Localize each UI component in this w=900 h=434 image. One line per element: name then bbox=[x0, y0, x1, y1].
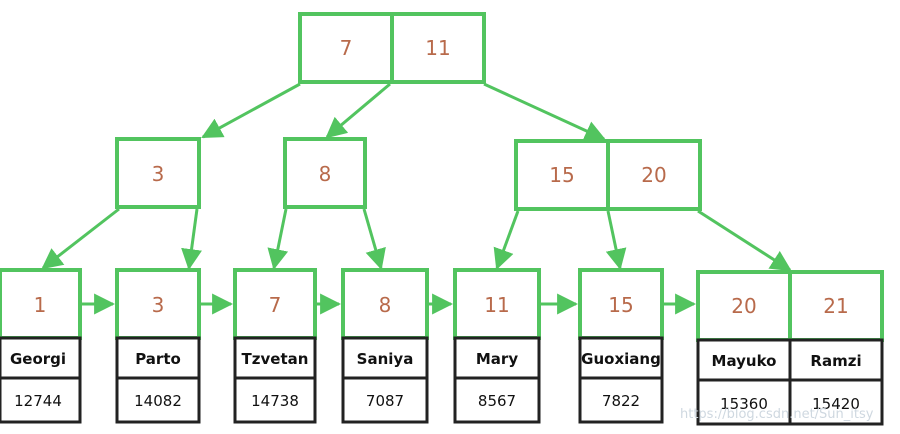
pointer-i2-leaf-3 bbox=[267, 208, 289, 271]
internal-node-1: 3 bbox=[115, 137, 201, 209]
leaf-5: 11 Mary 8567 bbox=[453, 268, 541, 424]
pointer-i1-leaf-1 bbox=[41, 207, 120, 270]
leaf-1-key: 1 bbox=[34, 293, 47, 317]
pointer-i2-leaf-4 bbox=[362, 208, 386, 271]
leaf-5-id: 8567 bbox=[478, 392, 516, 410]
pointer-i3-leaf-5 bbox=[493, 210, 520, 270]
leaf-3-name: Tzvetan bbox=[242, 350, 309, 368]
watermark: https://blog.csdn.net/Sun_itsy bbox=[680, 407, 874, 422]
leaf-6: 15 Guoxiang 7822 bbox=[578, 268, 664, 424]
leaf-7-name-1: Mayuko bbox=[712, 352, 777, 370]
internal-3-key-1: 15 bbox=[549, 163, 574, 187]
internal-1-key-1: 3 bbox=[152, 162, 165, 186]
leaf-7-key-2: 21 bbox=[823, 294, 848, 318]
leaf-3-key: 7 bbox=[269, 293, 282, 317]
internal-node-2: 8 bbox=[283, 137, 367, 209]
pointer-i3-leaf-6 bbox=[605, 210, 627, 271]
leaf-1-id: 12744 bbox=[14, 392, 62, 410]
root-pointers bbox=[201, 82, 606, 141]
root-key-2: 11 bbox=[425, 36, 450, 60]
internal-3-key-2: 20 bbox=[641, 163, 666, 187]
leaf-7-key-1: 20 bbox=[731, 294, 756, 318]
leaf-7-id-2: 15420 bbox=[812, 395, 860, 413]
root-key-cell-2 bbox=[390, 12, 486, 84]
root-key-cell-1 bbox=[298, 12, 394, 84]
internal-node-3: 15 20 bbox=[514, 139, 702, 211]
leaf-5-name: Mary bbox=[476, 350, 518, 368]
leaf-2-name: Parto bbox=[135, 350, 181, 368]
leaf-6-name: Guoxiang bbox=[581, 350, 661, 368]
leaf-6-id: 7822 bbox=[602, 392, 640, 410]
leaf-5-key: 11 bbox=[484, 293, 509, 317]
root-key-1: 7 bbox=[340, 36, 353, 60]
leaf-2-id: 14082 bbox=[134, 392, 182, 410]
leaf-2-key: 3 bbox=[152, 293, 165, 317]
internal-pointers bbox=[41, 207, 792, 272]
leaf-4-name: Saniya bbox=[357, 350, 414, 368]
leaf-7: 20 21 Mayuko Ramzi 15360 15420 bbox=[696, 270, 884, 426]
leaf-3: 7 Tzvetan 14738 bbox=[233, 268, 317, 424]
leaf-2: 3 Parto 14082 bbox=[115, 268, 201, 424]
pointer-root-to-internal-3 bbox=[483, 82, 606, 141]
pointer-i1-leaf-2 bbox=[181, 208, 202, 271]
leaf-4: 8 Saniya 7087 bbox=[341, 268, 429, 424]
leaf-1: 1 Georgi 12744 bbox=[0, 268, 82, 424]
internal-2-key-1: 8 bbox=[319, 162, 332, 186]
leaf-4-id: 7087 bbox=[366, 392, 404, 410]
leaf-6-key: 15 bbox=[608, 293, 633, 317]
pointer-root-to-internal-1 bbox=[201, 82, 301, 139]
leaf-4-key: 8 bbox=[379, 293, 392, 317]
pointer-root-to-internal-2 bbox=[325, 82, 391, 139]
leaf-7-id-1: 15360 bbox=[720, 395, 768, 413]
leaf-1-name: Georgi bbox=[10, 350, 66, 368]
pointer-i3-leaf-7 bbox=[697, 209, 792, 272]
leaf-3-id: 14738 bbox=[251, 392, 299, 410]
root-node: 7 11 bbox=[298, 12, 486, 84]
leaf-7-name-2: Ramzi bbox=[810, 352, 861, 370]
